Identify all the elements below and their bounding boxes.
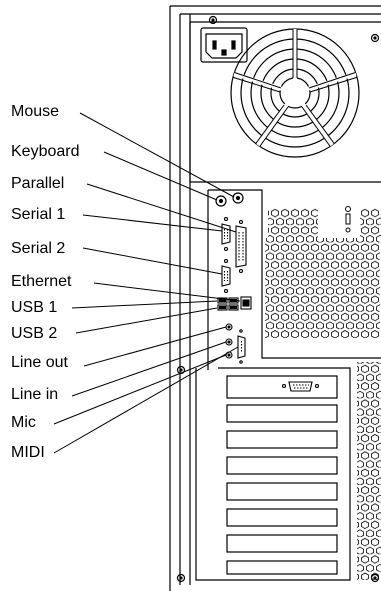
screws: [176, 15, 380, 583]
fan-grille: [230, 28, 360, 158]
label-usb-1: USB 1: [11, 299, 58, 316]
ventilation-grille-upper: [265, 208, 381, 338]
label-usb-2: USB 2: [11, 325, 58, 342]
leader-usb-2: [75, 307, 218, 334]
leader-ethernet: [93, 282, 241, 302]
video-port: [281, 381, 320, 392]
leader-midi: [53, 346, 239, 454]
io-panel: [207, 189, 381, 370]
keyboard-port: [215, 195, 227, 207]
label-serial-1: Serial 1: [11, 206, 66, 223]
leader-serial-2: [82, 247, 223, 275]
power-supply: [189, 21, 381, 183]
serial-2-port: [221, 258, 231, 294]
leader-serial-1: [82, 214, 223, 232]
expansion-slots: [195, 367, 351, 581]
leader-mouse: [79, 112, 235, 198]
ethernet-port: [240, 296, 252, 310]
label-line-out: Line out: [11, 354, 68, 371]
label-line-in: Line in: [11, 386, 59, 403]
parallel-port: [235, 219, 247, 274]
ventilation-grille-side: [357, 362, 381, 580]
label-serial-2: Serial 2: [11, 240, 66, 257]
label-keyboard: Keyboard: [11, 143, 80, 160]
label-ethernet: Ethernet: [11, 273, 72, 290]
leader-keyboard: [103, 151, 218, 201]
serial-1-port: [221, 216, 231, 252]
leader-parallel: [86, 183, 237, 233]
leader-lines: [53, 112, 241, 454]
label-midi: MIDI: [11, 444, 45, 461]
mouse-port: [232, 192, 244, 204]
midi-port: [237, 329, 246, 364]
label-mic: Mic: [11, 414, 36, 431]
label-parallel: Parallel: [11, 175, 65, 192]
leader-mic: [53, 354, 227, 425]
leader-usb-1: [71, 300, 218, 309]
label-mouse: Mouse: [11, 103, 60, 120]
indicator-icon: [345, 206, 351, 233]
leader-line-out: [83, 326, 227, 367]
leader-line-in: [71, 341, 227, 397]
power-connector: [200, 27, 248, 63]
